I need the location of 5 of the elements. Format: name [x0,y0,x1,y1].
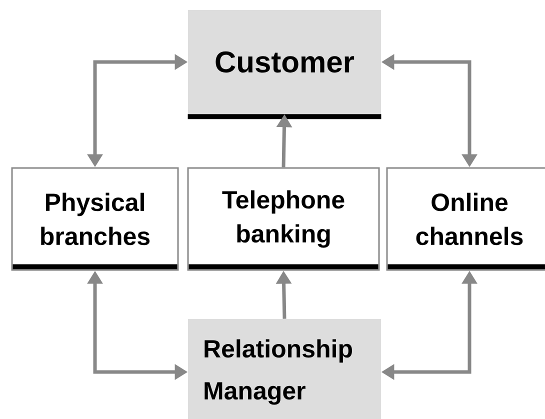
channel-box: Physical branches [11,167,179,271]
channel-box: Telephone banking [187,167,380,271]
channel-box: Online channels [386,167,545,271]
summary-box: Customer [188,10,382,120]
manager-box: Relationship Manager [188,318,381,419]
